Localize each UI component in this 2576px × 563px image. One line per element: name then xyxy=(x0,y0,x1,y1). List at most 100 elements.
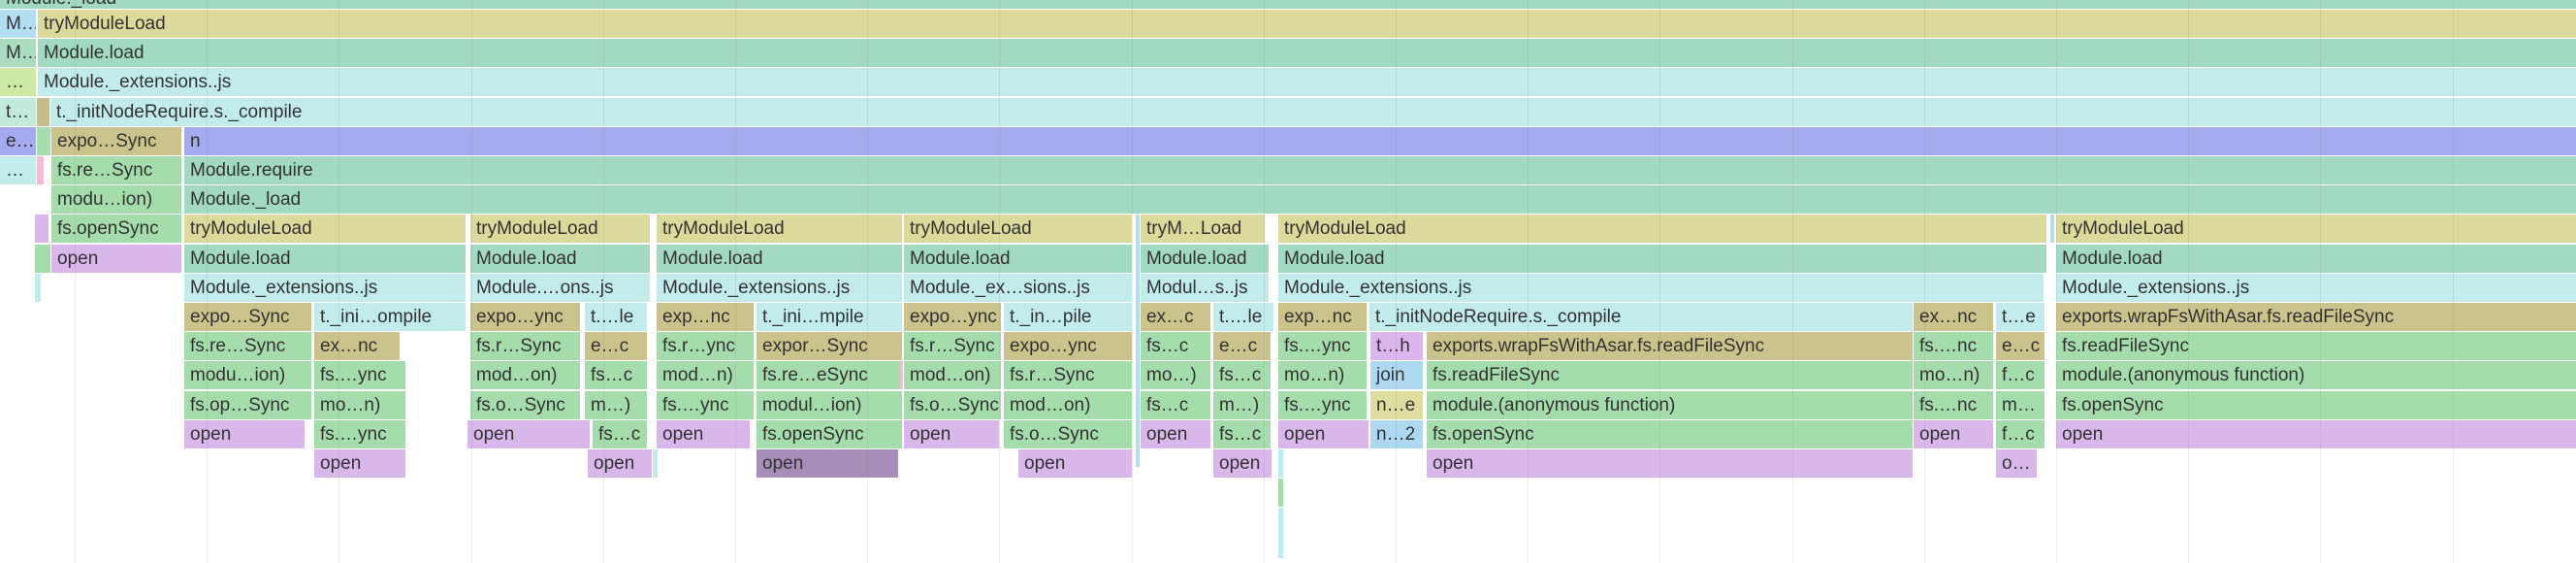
flame-frame[interactable]: t._ini…ompile xyxy=(314,303,466,331)
flame-frame[interactable]: Module.load xyxy=(657,244,902,273)
flame-frame[interactable]: fs…c xyxy=(1213,419,1271,448)
flame-frame[interactable]: f…c xyxy=(1996,419,2045,448)
flame-frame[interactable]: expor…Sync xyxy=(757,332,902,361)
flame-frame[interactable]: fs.…ync xyxy=(1278,332,1367,361)
flame-frame[interactable]: fs.re…Sync xyxy=(51,156,181,184)
flame-frame[interactable]: t…e xyxy=(1996,303,2045,331)
flame-frame[interactable]: Module.require xyxy=(184,156,2576,184)
flame-frame-sliver[interactable] xyxy=(35,273,41,302)
flame-frame[interactable]: exports.wrapFsWithAsar.fs.readFileSync xyxy=(2056,303,2576,331)
flame-frame[interactable]: fs.r…Sync xyxy=(904,332,1001,361)
flame-frame[interactable]: fs…c xyxy=(593,419,647,448)
flame-frame[interactable]: expo…ync xyxy=(470,303,580,331)
flame-frame-sliver[interactable] xyxy=(1278,508,1283,559)
flame-frame[interactable]: Module._load xyxy=(0,0,2576,9)
flame-frame[interactable]: Module.load xyxy=(470,244,650,273)
flame-frame[interactable]: expo…Sync xyxy=(184,303,311,331)
flame-frame[interactable]: n xyxy=(184,126,2576,155)
flame-frame[interactable]: t.…le xyxy=(585,303,647,331)
flame-frame[interactable]: open xyxy=(657,419,750,448)
flame-frame[interactable]: n…2 xyxy=(1370,419,1423,448)
flame-frame[interactable]: o… xyxy=(1996,449,2037,478)
flame-frame[interactable]: mo…) xyxy=(1141,361,1210,390)
flame-frame[interactable]: fs.o…Sync xyxy=(470,390,580,419)
flame-frame[interactable]: fs.o…Sync xyxy=(1004,419,1132,448)
flame-frame[interactable]: modu…ion) xyxy=(51,185,181,215)
flame-frame[interactable]: tryModuleLoad xyxy=(2056,215,2576,244)
flame-frame[interactable]: exports.wrapFsWithAsar.fs.readFileSync xyxy=(1427,332,1913,361)
flame-frame[interactable]: mo…n) xyxy=(1914,361,1993,390)
flame-frame[interactable]: tryModuleLoad xyxy=(657,215,902,244)
flame-frame[interactable]: e…c xyxy=(1996,332,2045,361)
flame-frame[interactable]: Module._load xyxy=(184,185,2576,215)
flame-frame[interactable]: t._initNodeRequire.s._compile xyxy=(1369,303,1913,331)
flame-frame[interactable]: Module.load xyxy=(2056,244,2576,273)
flame-frame[interactable]: Module.load xyxy=(184,244,466,273)
flame-frame[interactable]: exp…nc xyxy=(1278,303,1367,331)
flame-frame[interactable]: Module.load xyxy=(1278,244,2046,273)
flame-frame[interactable]: fs.r…ync xyxy=(657,332,754,361)
flame-frame[interactable]: t.…le xyxy=(1213,303,1273,331)
flame-frame[interactable]: open xyxy=(1018,449,1132,478)
flame-frame[interactable]: Module._extensions..js xyxy=(657,273,902,302)
flame-frame-sliver[interactable] xyxy=(900,361,903,390)
flame-frame[interactable]: tryModuleLoad xyxy=(38,10,2576,38)
flame-frame[interactable]: expo…Sync xyxy=(51,126,181,155)
flame-frame-sliver[interactable] xyxy=(35,244,50,273)
flame-frame[interactable]: e…c xyxy=(585,332,647,361)
flame-frame[interactable]: n…e xyxy=(1370,390,1423,419)
flame-frame[interactable]: fs…c xyxy=(1141,390,1210,419)
flame-frame[interactable]: open xyxy=(1213,449,1272,478)
flame-frame-sliver[interactable] xyxy=(37,97,49,126)
flame-frame[interactable]: open xyxy=(588,449,652,478)
flame-frame[interactable]: fs.openSync xyxy=(2056,390,2576,419)
flame-frame[interactable]: modul…ion) xyxy=(757,390,902,419)
flame-frame[interactable]: open xyxy=(184,419,305,448)
flame-frame[interactable]: tryModuleLoad xyxy=(904,215,1132,244)
flame-frame[interactable]: open xyxy=(904,419,999,448)
flame-frame[interactable]: fs.o…Sync xyxy=(904,390,1001,419)
flame-frame[interactable]: expo…ync xyxy=(1004,332,1132,361)
flame-frame[interactable]: tryM…Load xyxy=(1141,215,1265,244)
flame-frame-sliver[interactable] xyxy=(1136,215,1140,468)
flame-frame[interactable]: fs.re…eSync xyxy=(757,361,902,390)
flame-frame[interactable]: fs.…nc xyxy=(1914,390,1993,419)
flame-frame[interactable]: fs…c xyxy=(1141,332,1210,361)
flame-frame[interactable]: Modul…s..js xyxy=(1141,273,1269,302)
flame-frame[interactable]: fs.openSync xyxy=(1427,419,1913,448)
flame-frame[interactable]: mod…on) xyxy=(904,361,1001,390)
flame-frame[interactable]: open xyxy=(51,244,181,273)
flame-frame[interactable]: fs.openSync xyxy=(757,419,902,448)
flame-frame[interactable]: … xyxy=(0,68,36,97)
flame-frame[interactable]: open xyxy=(1427,449,1913,478)
flame-frame[interactable]: module.(anonymous function) xyxy=(2056,361,2576,390)
flame-frame[interactable]: M… xyxy=(0,10,36,38)
flame-frame[interactable]: m…) xyxy=(1213,390,1271,419)
flame-frame[interactable]: mod…n) xyxy=(657,361,754,390)
flame-frame[interactable]: expo…ync xyxy=(904,303,1001,331)
flame-frame[interactable]: Module._extensions..js xyxy=(184,273,466,302)
flame-frame[interactable]: fs.r…Sync xyxy=(470,332,580,361)
flame-frame[interactable]: ex…nc xyxy=(314,332,400,361)
flame-frame[interactable]: Module.…ons..js xyxy=(470,273,650,302)
flame-frame[interactable]: ex…c xyxy=(1141,303,1210,331)
flame-frame[interactable]: open xyxy=(1141,419,1210,448)
flame-frame[interactable]: fs…c xyxy=(585,361,647,390)
flame-frame[interactable]: mod…on) xyxy=(470,361,580,390)
flame-frame[interactable]: M… xyxy=(0,39,36,68)
flame-frame[interactable]: Module._ex…sions..js xyxy=(904,273,1132,302)
flame-frame[interactable]: fs.…nc xyxy=(1914,332,1993,361)
flame-frame[interactable]: fs.op…Sync xyxy=(184,390,311,419)
flame-frame[interactable]: f…c xyxy=(1996,361,2045,390)
flame-frame[interactable]: open xyxy=(2056,419,2576,448)
flame-frame[interactable]: m… xyxy=(1996,390,2045,419)
flame-frame[interactable]: open xyxy=(1914,419,1993,448)
flame-frame[interactable]: open xyxy=(314,449,405,478)
flame-frame[interactable]: join xyxy=(1370,361,1423,390)
flame-frame-sliver[interactable] xyxy=(37,156,44,184)
flame-frame[interactable]: open xyxy=(467,419,590,448)
flame-frame[interactable]: fs.…ync xyxy=(657,390,754,419)
flame-frame[interactable]: mod…on) xyxy=(1004,390,1132,419)
flame-frame[interactable]: t._initNodeRequire.s._compile xyxy=(50,97,2576,126)
flame-frame[interactable]: fs.…ync xyxy=(1278,390,1367,419)
